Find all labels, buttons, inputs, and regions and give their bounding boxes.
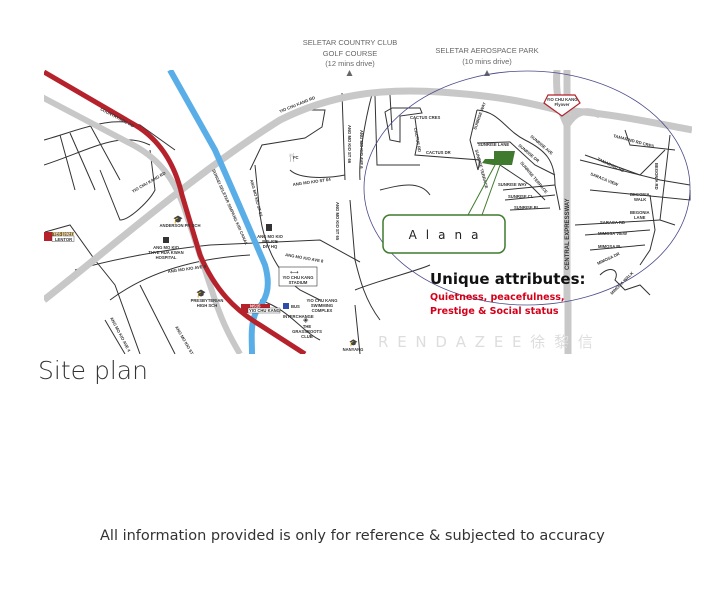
- watermark: R E N D A Z E E 徐 黎 信: [378, 333, 595, 351]
- label-stadium: YIO CHU KANG: [283, 275, 314, 280]
- aero-line-2: (10 mins drive): [462, 57, 512, 66]
- map-canvas: 🎓 🎓 🍴 ⟷ ◈ 🎓 YIO CHU KANG RD YIO CHU KANG…: [44, 70, 692, 361]
- label-sunrise-terrace: SUNRISE TERRACE: [474, 149, 489, 189]
- police-icon: [266, 224, 272, 231]
- callout-pointer: [467, 164, 501, 216]
- stadium-box: [278, 266, 318, 287]
- label-police: ANG MO KIO: [257, 234, 284, 239]
- school-icon: 🎓: [196, 289, 206, 298]
- label-flyover: Flyover: [555, 102, 570, 107]
- label-sunrise-cl: SUNRISE CL: [508, 194, 534, 199]
- label-cactus-rd: CACTUS RD: [413, 127, 422, 152]
- attributes-heading: Unique attributes:: [430, 270, 586, 288]
- label-countryside-rd: COUNTRYSIDE RD: [100, 106, 135, 128]
- label-amk-st-62: ANG MO KIO ST 62: [249, 179, 264, 218]
- label-police: DIV HQ: [263, 244, 278, 249]
- grassroots-icon: ◈: [303, 317, 309, 324]
- label-amk-st-61: ANG MO KIO ST 61: [174, 325, 198, 361]
- label-amk-st-66: ANG MO KIO ST 66: [347, 125, 352, 164]
- label-begonia-rd: BEGONIA RD: [654, 163, 659, 190]
- label-cte: CENTRAL EXPRESSWAY: [565, 198, 571, 270]
- aero-line-1: SELETAR AEROSPACE PARK: [435, 46, 538, 55]
- label-begonia-lane: LANE: [634, 215, 646, 220]
- label-saraca-rd: SARACA RD: [600, 220, 625, 225]
- label-sunrise-way: SUNRISE WAY: [498, 182, 527, 187]
- page-title: Site plan: [38, 356, 148, 385]
- project-logo: Alana: [409, 228, 488, 242]
- label-mimosa-view: MIMOSA VIEW: [598, 231, 627, 236]
- label-grassroots: THE: [303, 324, 312, 329]
- label-yio-chu-kang-rd: YIO CHU KANG RD: [131, 170, 167, 193]
- yio-chu-kang-road: [44, 87, 692, 303]
- school-icon: 🎓: [173, 215, 183, 224]
- label-amk-ave-9: ANG MO KIO AVE 9: [167, 264, 207, 274]
- label-cactus-dr: CACTUS DR: [426, 150, 451, 155]
- attributes-line-1: Quietness, peacefulness,: [430, 292, 565, 303]
- aerospace-label: SELETAR AEROSPACE PARK (10 mins drive): [435, 46, 539, 76]
- label-saraca-view: SARACA VIEW: [590, 171, 619, 187]
- label-amk-st-65: ANG MO KIO ST 65: [335, 202, 340, 241]
- label-bus: BUS: [291, 304, 300, 309]
- label-stadium: STADIUM: [289, 280, 308, 285]
- label-mimosa-dr: MIMOSA DR: [596, 251, 620, 266]
- label-hospital: THYE HUA KWAN: [148, 250, 183, 255]
- label-nanyang: NANYANG: [343, 347, 364, 352]
- attributes-line-2: Prestige & Social status: [430, 306, 559, 317]
- label-cactus-cres: CACTUS CRES: [410, 115, 440, 120]
- label-lentor: LENTOR: [55, 237, 72, 242]
- label-fc: FC: [293, 155, 299, 160]
- lentor-station[interactable]: [44, 232, 75, 242]
- focus-area-ellipse: [363, 70, 691, 306]
- hospital-icon: [163, 237, 169, 243]
- label-anderson: ANDERSON PR SCH: [160, 223, 201, 228]
- disclaimer: All information provided is only for ref…: [100, 528, 605, 544]
- label-begonia-walk: WALK: [634, 197, 646, 202]
- project-callout[interactable]: Alana: [382, 214, 506, 254]
- label-sunrise-lane: SUNRISE LANE: [478, 142, 509, 147]
- label-mrt-code: NS15: [250, 304, 261, 309]
- label-bus: INTERCHANGE: [283, 314, 314, 319]
- label-mrt: YIO CHU KANG: [249, 308, 280, 313]
- direction-arrow-icon: [346, 70, 353, 76]
- yio-chu-kang-station[interactable]: [241, 304, 281, 314]
- label-amk-ave-6: ANG MO KIO AVE 6: [359, 130, 364, 169]
- label-begonia-walk: BEGONIA: [630, 192, 650, 197]
- golf-course-label: SELETAR COUNTRY CLUB GOLF COURSE (12 min…: [303, 38, 398, 76]
- flyover-marker: [543, 94, 581, 117]
- label-police: POLICE: [262, 239, 278, 244]
- fork-knife-icon: 🍴: [287, 152, 297, 162]
- label-presbyterian: HIGH SCH: [197, 303, 217, 308]
- label-mimosa-walk: MIMOSA WALK: [609, 271, 634, 296]
- bus-icon: [283, 303, 289, 309]
- school-icon: 🎓: [349, 339, 358, 347]
- label-hospital: ANG MO KIO: [153, 245, 180, 250]
- golf-line-3: (12 mins drive): [325, 59, 375, 68]
- label-swim: COMPLEX: [312, 308, 333, 313]
- label-presbyterian: PRESBYTERIAN: [191, 298, 224, 303]
- golf-line-1: SELETAR COUNTRY CLUB: [303, 38, 398, 47]
- label-tamarind-cres: TAMARIND RD CRES: [613, 133, 655, 149]
- dumbbell-icon: ⟷: [290, 270, 299, 276]
- label-amk-ave-8: ANG MO KIO AVE 8: [285, 252, 325, 264]
- label-flyover: YIO CHU KANG: [547, 97, 578, 102]
- label-swim: SWIMMING: [311, 303, 333, 308]
- label-begonia-lane: BEGONIA: [630, 210, 650, 215]
- label-amk-st-64: ANG MO KIO ST 64: [292, 177, 331, 187]
- label-sunrise-pl: SUNRISE PL: [514, 205, 540, 210]
- label-sunrise-way: SUNRISE WAY: [472, 101, 487, 130]
- canal: [167, 70, 271, 354]
- label-lentor-code: TE5 (2021): [53, 232, 75, 237]
- label-hospital: HOSPITAL: [156, 255, 177, 260]
- label-grassroots: GRASSROOTS: [292, 329, 322, 334]
- minor-roads: [44, 92, 691, 354]
- label-sunrise-dr: SUNRISE DR: [517, 143, 540, 163]
- project-site-plot[interactable]: [482, 151, 515, 165]
- golf-line-2: GOLF COURSE: [323, 49, 378, 58]
- label-swim: YIO CHU KANG: [307, 298, 338, 303]
- label-grassroots: CLUB: [301, 334, 313, 339]
- label-mimosa-pl: MIMOSA PL: [598, 244, 622, 249]
